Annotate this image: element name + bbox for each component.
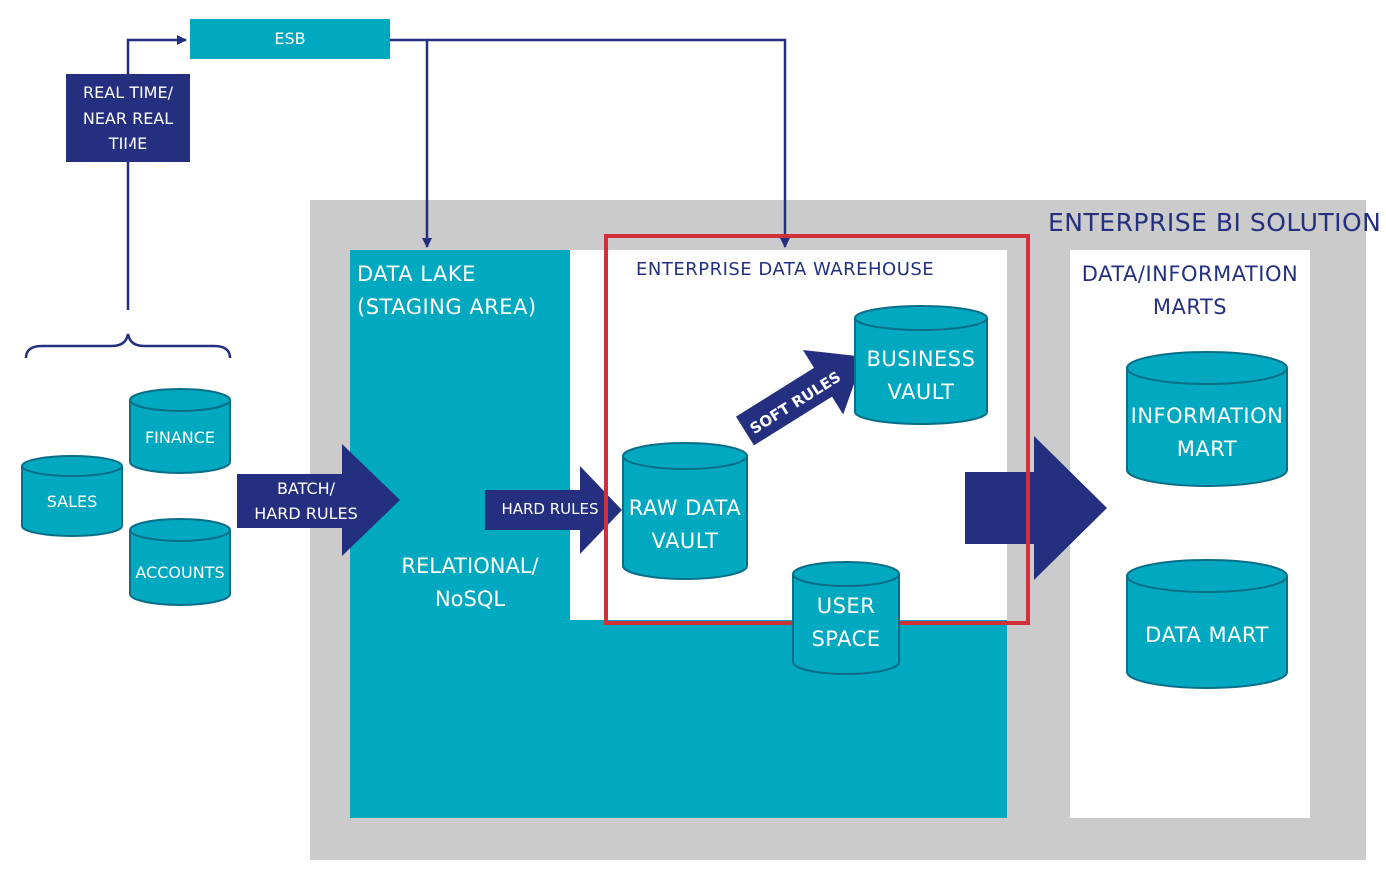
realtime-label: REAL TIME/ NEAR REAL TIME xyxy=(82,83,174,154)
esb-to-edw-connector xyxy=(427,38,790,248)
batch-arrow-icon xyxy=(237,444,400,556)
edw-title: ENTERPRISE DATA WAREHOUSE xyxy=(636,259,935,280)
raw-data-vault-label: RAW DATA VAULT xyxy=(628,496,742,553)
enterprise-bi-title: ENTERPRISE BI SOLUTION xyxy=(1048,208,1382,237)
user-space-label: USER SPACE xyxy=(811,594,881,651)
marts-arrow-icon xyxy=(965,436,1107,580)
data-lake-subtitle: RELATIONAL/ NoSQL xyxy=(401,554,539,611)
hard-rules-arrow-icon xyxy=(485,466,622,554)
hard-rules-label: HARD RULES xyxy=(501,500,599,518)
source-finance-label: FINANCE xyxy=(144,428,216,447)
data-lake-title: DATA LAKE (STAGING AREA) xyxy=(357,262,537,319)
esb-label: ESB xyxy=(274,29,306,48)
marts-title: DATA/INFORMATION MARTS xyxy=(1081,262,1299,319)
information-mart-label: INFORMATION MART xyxy=(1130,404,1284,461)
business-vault-label: BUSINESS VAULT xyxy=(866,347,976,404)
marts-panel xyxy=(1070,250,1310,818)
realtime-connector xyxy=(126,35,187,310)
cylinder-icon xyxy=(21,305,1288,689)
soft-rules-arrow-icon xyxy=(735,350,864,446)
batch-label: BATCH/ HARD RULES xyxy=(254,479,358,523)
esb-box xyxy=(190,19,390,59)
source-accounts-label: ACCOUNTS xyxy=(135,563,225,582)
brace-icon xyxy=(24,333,232,359)
data-mart-label: DATA MART xyxy=(1145,623,1269,647)
source-sales-label: SALES xyxy=(46,492,98,511)
